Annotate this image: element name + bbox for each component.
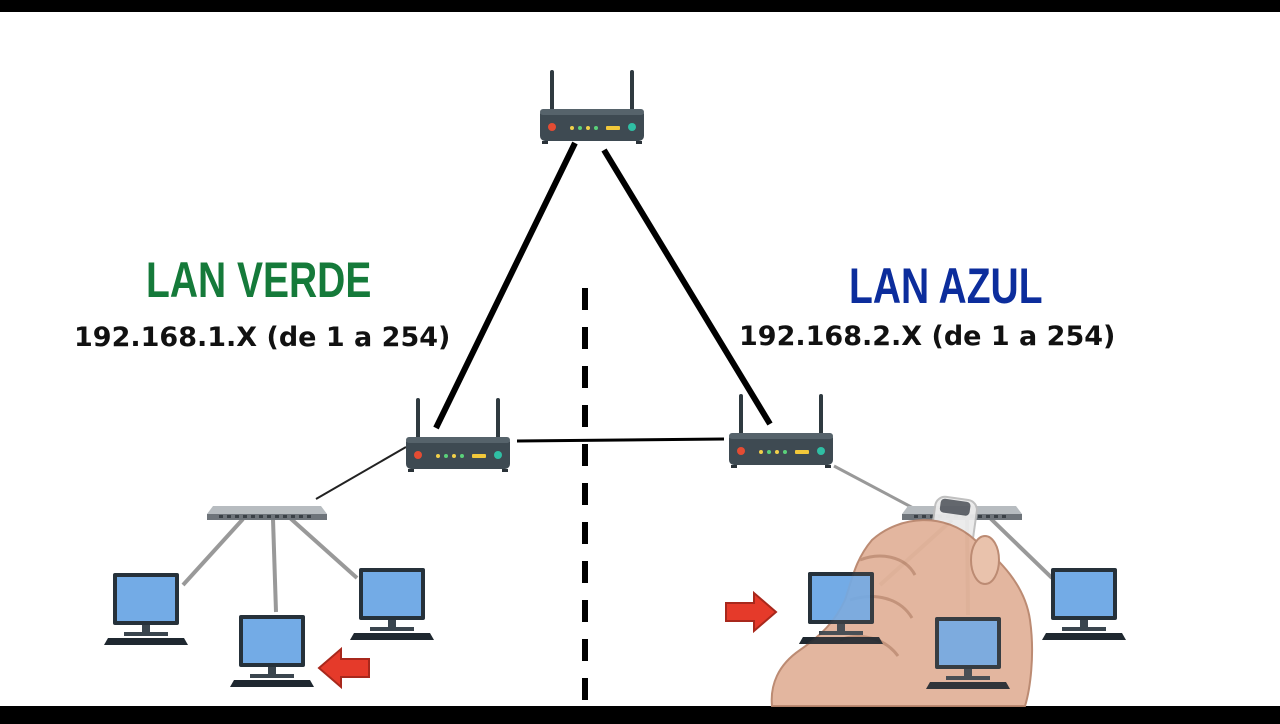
lan-blue-ip-range: 192.168.2.X (de 1 a 254) bbox=[739, 321, 1116, 352]
lan-green-ip-range: 192.168.1.X (de 1 a 254) bbox=[74, 322, 451, 353]
lan-green-title: LAN VERDE bbox=[146, 252, 372, 308]
network-switch-icon bbox=[207, 506, 327, 520]
link-blue-router-to-switch bbox=[833, 464, 916, 511]
link-top-router-to-blue-router bbox=[601, 148, 773, 426]
link-top-router-to-green-router bbox=[433, 141, 578, 430]
lan-blue-title: LAN AZUL bbox=[849, 258, 1043, 314]
link-green-router-to-blue-router bbox=[516, 437, 725, 443]
link-switch-to-pc-1 bbox=[181, 517, 245, 587]
link-green-router-to-switch bbox=[315, 446, 407, 500]
link-switch-to-pc-6 bbox=[988, 516, 1054, 580]
link-switch-to-pc-2 bbox=[271, 518, 278, 613]
link-switch-to-pc-3 bbox=[288, 516, 359, 580]
